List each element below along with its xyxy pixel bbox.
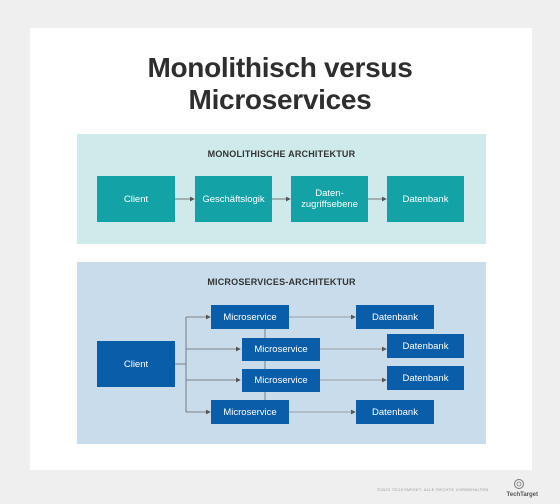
monolith-logic-label: Geschäftslogik [202, 193, 265, 205]
diagram-title: Monolithisch versus Microservices [0, 52, 560, 116]
micro-database-box-3: Datenbank [387, 366, 464, 390]
monolith-database-box: Datenbank [387, 176, 464, 222]
monolith-client-label: Client [123, 193, 149, 205]
microservice-box-4: Microservice [211, 400, 289, 424]
micro-database-label-3: Datenbank [402, 372, 449, 384]
micro-database-label-4: Datenbank [372, 406, 418, 418]
microservice-box-3: Microservice [242, 369, 320, 392]
microservice-label-3: Microservice [254, 375, 308, 386]
microservice-box-2: Microservice [242, 338, 320, 361]
micro-database-label-2: Datenbank [402, 340, 449, 352]
brand-name: TechTarget [506, 492, 538, 498]
micro-database-box-4: Datenbank [356, 400, 434, 424]
micro-client-label: Client [123, 358, 149, 370]
data-access-line-1: Daten- [315, 188, 344, 199]
monolith-client-box: Client [97, 176, 175, 222]
microservices-heading: MICROSERVICES-ARCHITEKTUR [207, 277, 356, 287]
microservice-label-4: Microservice [223, 406, 277, 418]
micro-database-box-2: Datenbank [387, 334, 464, 358]
data-access-line-2: zugriffsebene [301, 199, 358, 210]
micro-database-label-1: Datenbank [372, 311, 418, 323]
monolith-logic-box: Geschäftslogik [195, 176, 272, 222]
copyright-note: ©2023 TECHTARGET. ALLE RECHTE VORBEHALTE… [377, 487, 490, 492]
micro-database-box-1: Datenbank [356, 305, 434, 329]
microservice-label-1: Microservice [223, 311, 277, 323]
title-line-2: Microservices [188, 84, 372, 115]
techtarget-logo-icon [514, 479, 524, 489]
monolith-heading: MONOLITHISCHE ARCHITEKTUR [207, 149, 356, 159]
microservice-box-1: Microservice [211, 305, 289, 329]
monolith-data-access-box: Daten-zugriffsebene [291, 176, 368, 222]
micro-client-box: Client [97, 341, 175, 387]
monolith-database-label: Datenbank [402, 193, 449, 205]
title-line-1: Monolithisch versus [147, 52, 413, 83]
microservice-label-2: Microservice [254, 344, 308, 355]
